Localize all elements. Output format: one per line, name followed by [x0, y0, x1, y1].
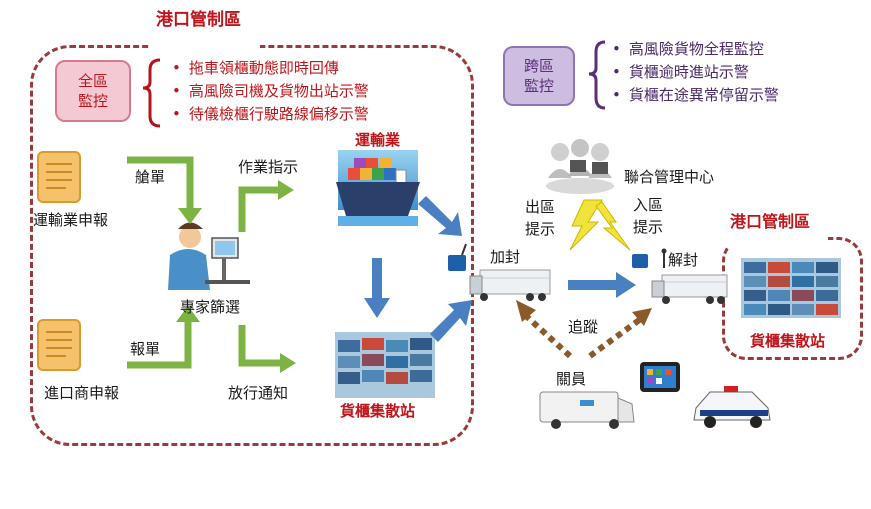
expert-computer-icon [168, 222, 250, 290]
manifest-arrow [127, 156, 194, 210]
container-yard-right-icon [741, 258, 841, 318]
carrier-declare-label: 運輸業申報 [33, 211, 109, 229]
tablet-icon [640, 362, 680, 392]
right-zone-title: 港口管制區 [730, 212, 811, 231]
release-notice-label: 放行通知 [228, 384, 289, 402]
tracking-label: 追蹤 [568, 318, 599, 336]
yard-to-seal-arrow [430, 300, 472, 342]
cross-monitor-list: 高風險貨物全程監控 貨櫃逾時進站示警 貨櫃在途異常停留示警 [612, 38, 779, 107]
left-brace [142, 58, 161, 128]
green-flow-arrows [127, 156, 282, 369]
manifest-label: 艙單 [135, 168, 166, 186]
work-instruction-label: 作業指示 [238, 158, 299, 176]
work-instruction-arrow [238, 186, 280, 232]
container-truck-left-icon [469, 269, 551, 301]
left-monitor-item: 待儀檢櫃行駛路線偏移示警 [172, 103, 369, 126]
container-station-left-label: 貨櫃集散站 [340, 402, 416, 420]
tracking-arrowhead-left [516, 300, 536, 322]
seal-label: 加封 [490, 248, 521, 266]
release-notice-arrow [238, 325, 282, 367]
container-truck-right-icon [651, 274, 728, 304]
cross-area-monitor-badge: 跨區 監控 [503, 46, 575, 106]
manifest-arrowhead [178, 208, 202, 224]
cross-monitor-item: 高風險貨物全程監控 [612, 38, 779, 61]
expert-screening-label: 專家篩選 [180, 298, 241, 316]
carrier-document-icon [37, 151, 81, 203]
transport-industry-label: 運輸業 [355, 131, 401, 149]
customs-van-icon [539, 391, 635, 429]
left-monitor-list: 拖車領櫃動態即時回傳 高風險司機及貨物出站示警 待儀檢櫃行駛路線偏移示警 [172, 57, 369, 126]
declaration-arrowhead [176, 306, 200, 322]
unseal-tracker-device-icon [632, 254, 648, 268]
control-center-label: 聯合管理中心 [624, 168, 715, 186]
left-monitor-item: 拖車領櫃動態即時回傳 [172, 57, 369, 80]
entry-prompt-lightning-icon [595, 201, 631, 251]
police-car-icon [693, 386, 771, 428]
full-area-monitor-badge: 全區 監控 [55, 60, 131, 122]
ship-to-yard-arrow-shaft [372, 258, 382, 300]
control-center-operators-icon [546, 139, 614, 194]
seal-to-unseal-arrowhead [616, 272, 636, 298]
ship-to-seal-arrow [418, 196, 462, 236]
cross-monitor-item: 貨櫃逾時進站示警 [612, 61, 779, 84]
blue-flow-arrows [364, 196, 636, 342]
cargo-ship-icon [336, 150, 420, 226]
declaration-label: 報單 [130, 340, 161, 358]
seal-tracker-device-icon [448, 255, 466, 271]
unseal-label: 解封 [668, 251, 699, 269]
release-notice-arrowhead [280, 353, 296, 373]
seal-to-unseal-arrow-shaft [568, 280, 618, 290]
exit-prompt-label: 出區 提示 [525, 198, 556, 238]
container-yard-left-icon [335, 332, 435, 398]
ship-to-yard-arrowhead [364, 298, 390, 318]
tracking-arrowhead-right [632, 308, 652, 326]
right-brace [588, 40, 606, 110]
work-instruction-arrowhead [278, 180, 294, 200]
declaration-arrow [127, 320, 192, 369]
entry-prompt-label: 入區 提示 [633, 196, 664, 236]
customs-officer-label: 關員 [556, 370, 587, 388]
cross-monitor-item: 貨櫃在途異常停留示警 [612, 84, 779, 107]
left-zone-title: 港口管制區 [156, 10, 241, 30]
importer-declare-label: 進口商申報 [44, 384, 120, 402]
tracking-arrow-left [522, 312, 573, 359]
container-station-right-label: 貨櫃集散站 [750, 332, 826, 350]
left-monitor-item: 高風險司機及貨物出站示警 [172, 80, 369, 103]
importer-document-icon [37, 319, 81, 371]
